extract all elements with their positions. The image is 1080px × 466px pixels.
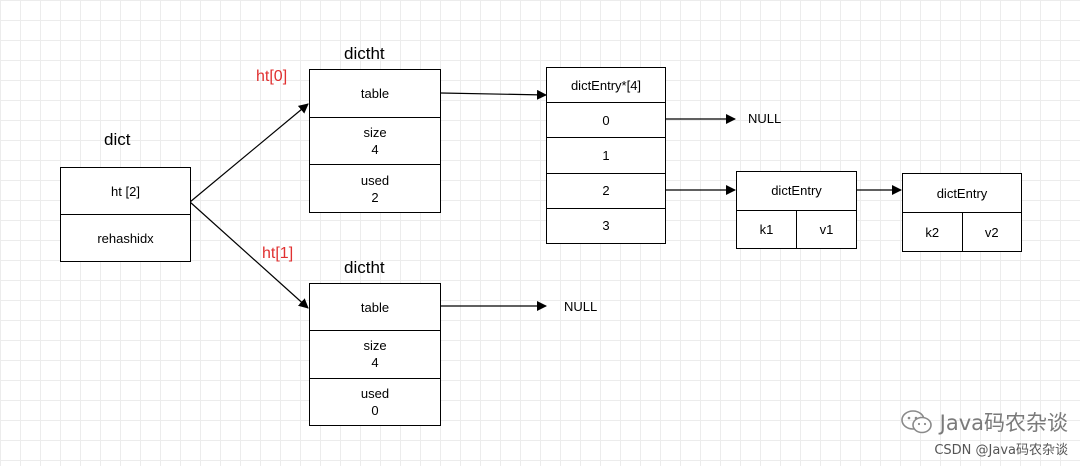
entry2-key: k2	[903, 213, 963, 251]
dict-ht-row: ht [2]	[61, 168, 190, 215]
array-slot-0: 0	[547, 103, 665, 139]
ht1-size-row: size 4	[310, 331, 440, 379]
watermark-brand: Java码农杂谈	[939, 411, 1068, 435]
arrow-ht0-table-to-array	[440, 89, 547, 100]
array-slot-3: 3	[602, 218, 610, 234]
ht0-used-row: used 2	[310, 165, 440, 212]
dict-entry-1: dictEntry k1 v1	[736, 171, 857, 249]
arrow-dict-to-ht0	[189, 103, 309, 203]
entry1-key: k1	[737, 210, 797, 248]
ht0-dictht-box: table size 4 used 2	[309, 69, 441, 213]
ht1-used-label: used	[360, 385, 390, 401]
entry2-title: dictEntry	[903, 174, 1021, 213]
entry1-kv-row: k1 v1	[737, 210, 856, 248]
ht0-used-label: used	[360, 172, 390, 188]
ht0-size-value: 4	[371, 142, 379, 157]
watermark: Java码农杂谈 CSDN @Java码农杂谈	[900, 407, 1068, 458]
ht0-title: dictht	[344, 44, 385, 63]
ht1-size-label: size	[363, 338, 387, 354]
ht0-size-label: size	[363, 125, 387, 140]
entry1-value: v1	[819, 221, 834, 237]
watermark-credit: CSDN @Java码农杂谈	[934, 443, 1068, 458]
ht1-table-null: NULL	[564, 299, 598, 314]
dict-rehashidx-row: rehashidx	[97, 230, 154, 246]
ht1-label: ht[1]	[262, 245, 294, 262]
array-slot-1: 1	[547, 138, 665, 174]
ht1-title: dictht	[344, 258, 385, 277]
ht0-size-row: size 4	[310, 118, 440, 166]
ht1-dictht-box: table size 4 used 0	[309, 283, 441, 426]
ht1-used-value: 0	[371, 402, 379, 418]
slot0-null: NULL	[748, 111, 782, 126]
array-slot-2: 2	[547, 174, 665, 209]
arrow-dict-to-ht1	[189, 201, 309, 309]
dict-box: ht [2] rehashidx	[60, 167, 191, 262]
dict-entry-array: dictEntry*[4] 0 1 2 3	[546, 67, 666, 244]
ht1-used-row: used 0	[310, 379, 440, 425]
entry1-title: dictEntry	[737, 172, 856, 211]
entry2-kv-row: k2 v2	[903, 213, 1021, 251]
ht0-table-row: table	[310, 70, 440, 118]
ht1-size-value: 4	[371, 355, 379, 371]
dict-title: dict	[104, 130, 131, 149]
wechat-icon	[900, 410, 932, 434]
ht0-label: ht[0]	[256, 68, 288, 85]
ht0-used-value: 2	[371, 189, 379, 205]
entry2-value: v2	[984, 224, 999, 240]
dict-entry-2: dictEntry k2 v2	[902, 173, 1022, 252]
ht1-table-row: table	[310, 284, 440, 332]
array-header: dictEntry*[4]	[547, 68, 665, 104]
